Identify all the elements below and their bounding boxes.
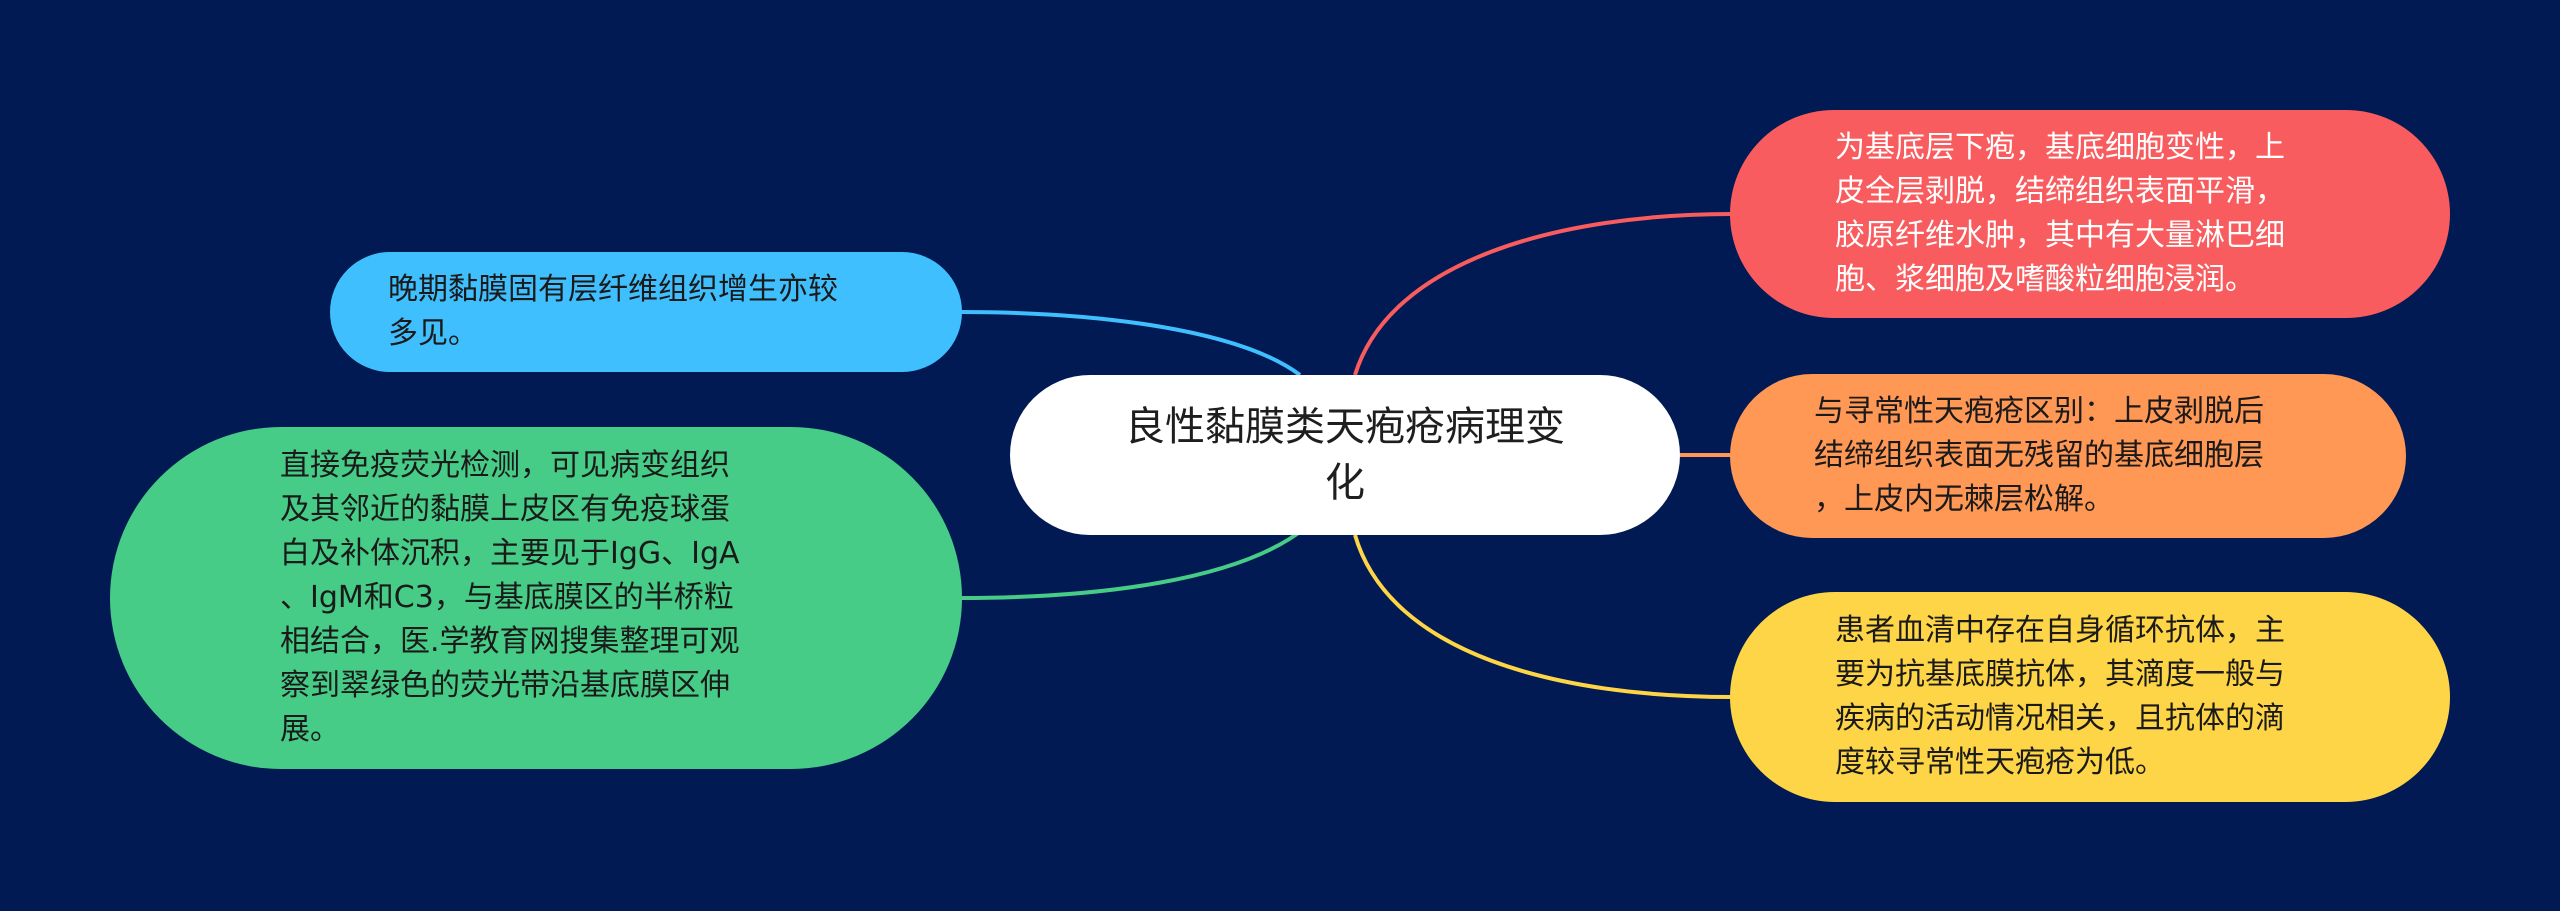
connector-left-2 (959, 526, 1307, 600)
branch-node-left-2-label: 直接免疫荧光检测，可见病变组织 及其邻近的黏膜上皮区有免疫球蛋 白及补体沉积，主… (280, 448, 740, 747)
central-topic-label: 良性黏膜类天疱疮病理变 化 (1125, 404, 1565, 506)
central-topic[interactable]: 良性黏膜类天疱疮病理变 化 (1010, 375, 1680, 535)
branch-node-left-1[interactable]: 晚期黏膜固有层纤维组织增生亦较 多见。 (330, 252, 962, 372)
branch-node-right-3-label: 患者血清中存在自身循环抗体，主 要为抗基底膜抗体，其滴度一般与 疾病的活动情况相… (1835, 613, 2285, 780)
branch-node-left-2[interactable]: 直接免疫荧光检测，可见病变组织 及其邻近的黏膜上皮区有免疫球蛋 白及补体沉积，主… (110, 427, 962, 769)
branch-node-left-1-label: 晚期黏膜固有层纤维组织增生亦较 多见。 (388, 272, 838, 351)
branch-node-right-1-label: 为基底层下疱，基底细胞变性，上 皮全层剥脱，结缔组织表面平滑， 胶原纤维水肿，其… (1835, 130, 2285, 297)
branch-node-right-1[interactable]: 为基底层下疱，基底细胞变性，上 皮全层剥脱，结缔组织表面平滑， 胶原纤维水肿，其… (1730, 110, 2450, 318)
connector-left-1 (959, 310, 1302, 377)
connector-right-1 (1353, 212, 1733, 376)
connector-right-3 (1353, 534, 1733, 699)
branch-node-right-3[interactable]: 患者血清中存在自身循环抗体，主 要为抗基底膜抗体，其滴度一般与 疾病的活动情况相… (1730, 592, 2450, 802)
branch-node-right-2-label: 与寻常性天疱疮区别：上皮剥脱后 结缔组织表面无残留的基底细胞层 ，上皮内无棘层松… (1814, 394, 2264, 517)
branch-node-right-2[interactable]: 与寻常性天疱疮区别：上皮剥脱后 结缔组织表面无残留的基底细胞层 ，上皮内无棘层松… (1730, 374, 2406, 538)
